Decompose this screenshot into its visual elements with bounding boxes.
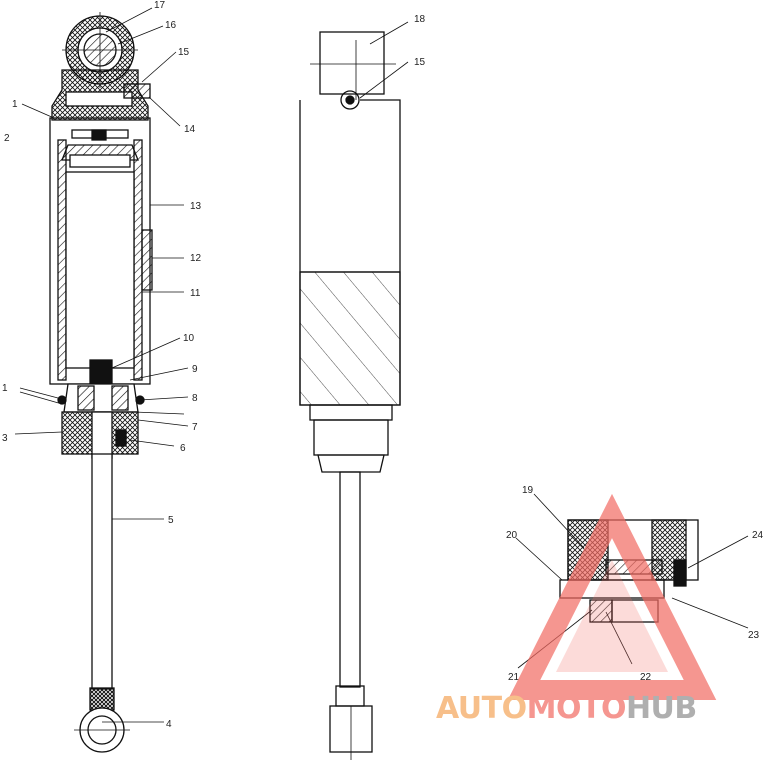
- section-view: [49, 12, 153, 753]
- watermark-triangle-icon: [507, 493, 717, 700]
- watermark: AUTOMOTOHUB: [436, 493, 717, 726]
- callout-10: 10: [183, 333, 195, 344]
- callout-17: 17: [154, 0, 166, 11]
- callout-5: 5: [168, 515, 174, 526]
- top-mount: [319, 31, 385, 95]
- callout-18: 18: [414, 14, 426, 25]
- exterior-rod: [339, 471, 361, 688]
- watermark-moto: MOTO: [527, 691, 626, 726]
- callout-8: 8: [192, 393, 198, 404]
- callout-23: 23: [748, 630, 760, 641]
- callout-12: 12: [190, 253, 202, 264]
- callout-4: 4: [166, 719, 172, 730]
- callout-1-lower: 1: [2, 383, 8, 394]
- watermark-hub: HUB: [626, 691, 697, 726]
- watermark-auto: AUTO: [436, 691, 527, 726]
- callout-22: 22: [640, 672, 652, 683]
- callout-21: 21: [508, 672, 520, 683]
- reservoir-body: [299, 271, 401, 406]
- callout-3: 3: [2, 433, 8, 444]
- callout-15: 15: [178, 47, 190, 58]
- callout-24: 24: [752, 530, 764, 541]
- exterior-view: [299, 31, 401, 760]
- callout-16: 16: [165, 20, 177, 31]
- piston-rod: [91, 453, 113, 690]
- callout-19: 19: [522, 485, 534, 496]
- svg-text:AUTOMOTOHUB: AUTOMOTOHUB: [436, 691, 697, 726]
- callout-9: 9: [192, 364, 198, 375]
- callout-15-exterior: 15: [414, 57, 426, 68]
- callout-2: 2: [4, 133, 10, 144]
- piston-nut: [89, 359, 113, 385]
- callout-6: 6: [180, 443, 186, 454]
- callout-14: 14: [184, 124, 196, 135]
- callout-labels: 17 16 15 1 14 2 13 12 11 10 9 1 8 7 3 6 …: [2, 0, 764, 730]
- callout-20: 20: [506, 530, 518, 541]
- callout-7: 7: [192, 422, 198, 433]
- callout-1: 1: [12, 99, 18, 110]
- callout-13: 13: [190, 201, 202, 212]
- callout-11: 11: [190, 288, 201, 299]
